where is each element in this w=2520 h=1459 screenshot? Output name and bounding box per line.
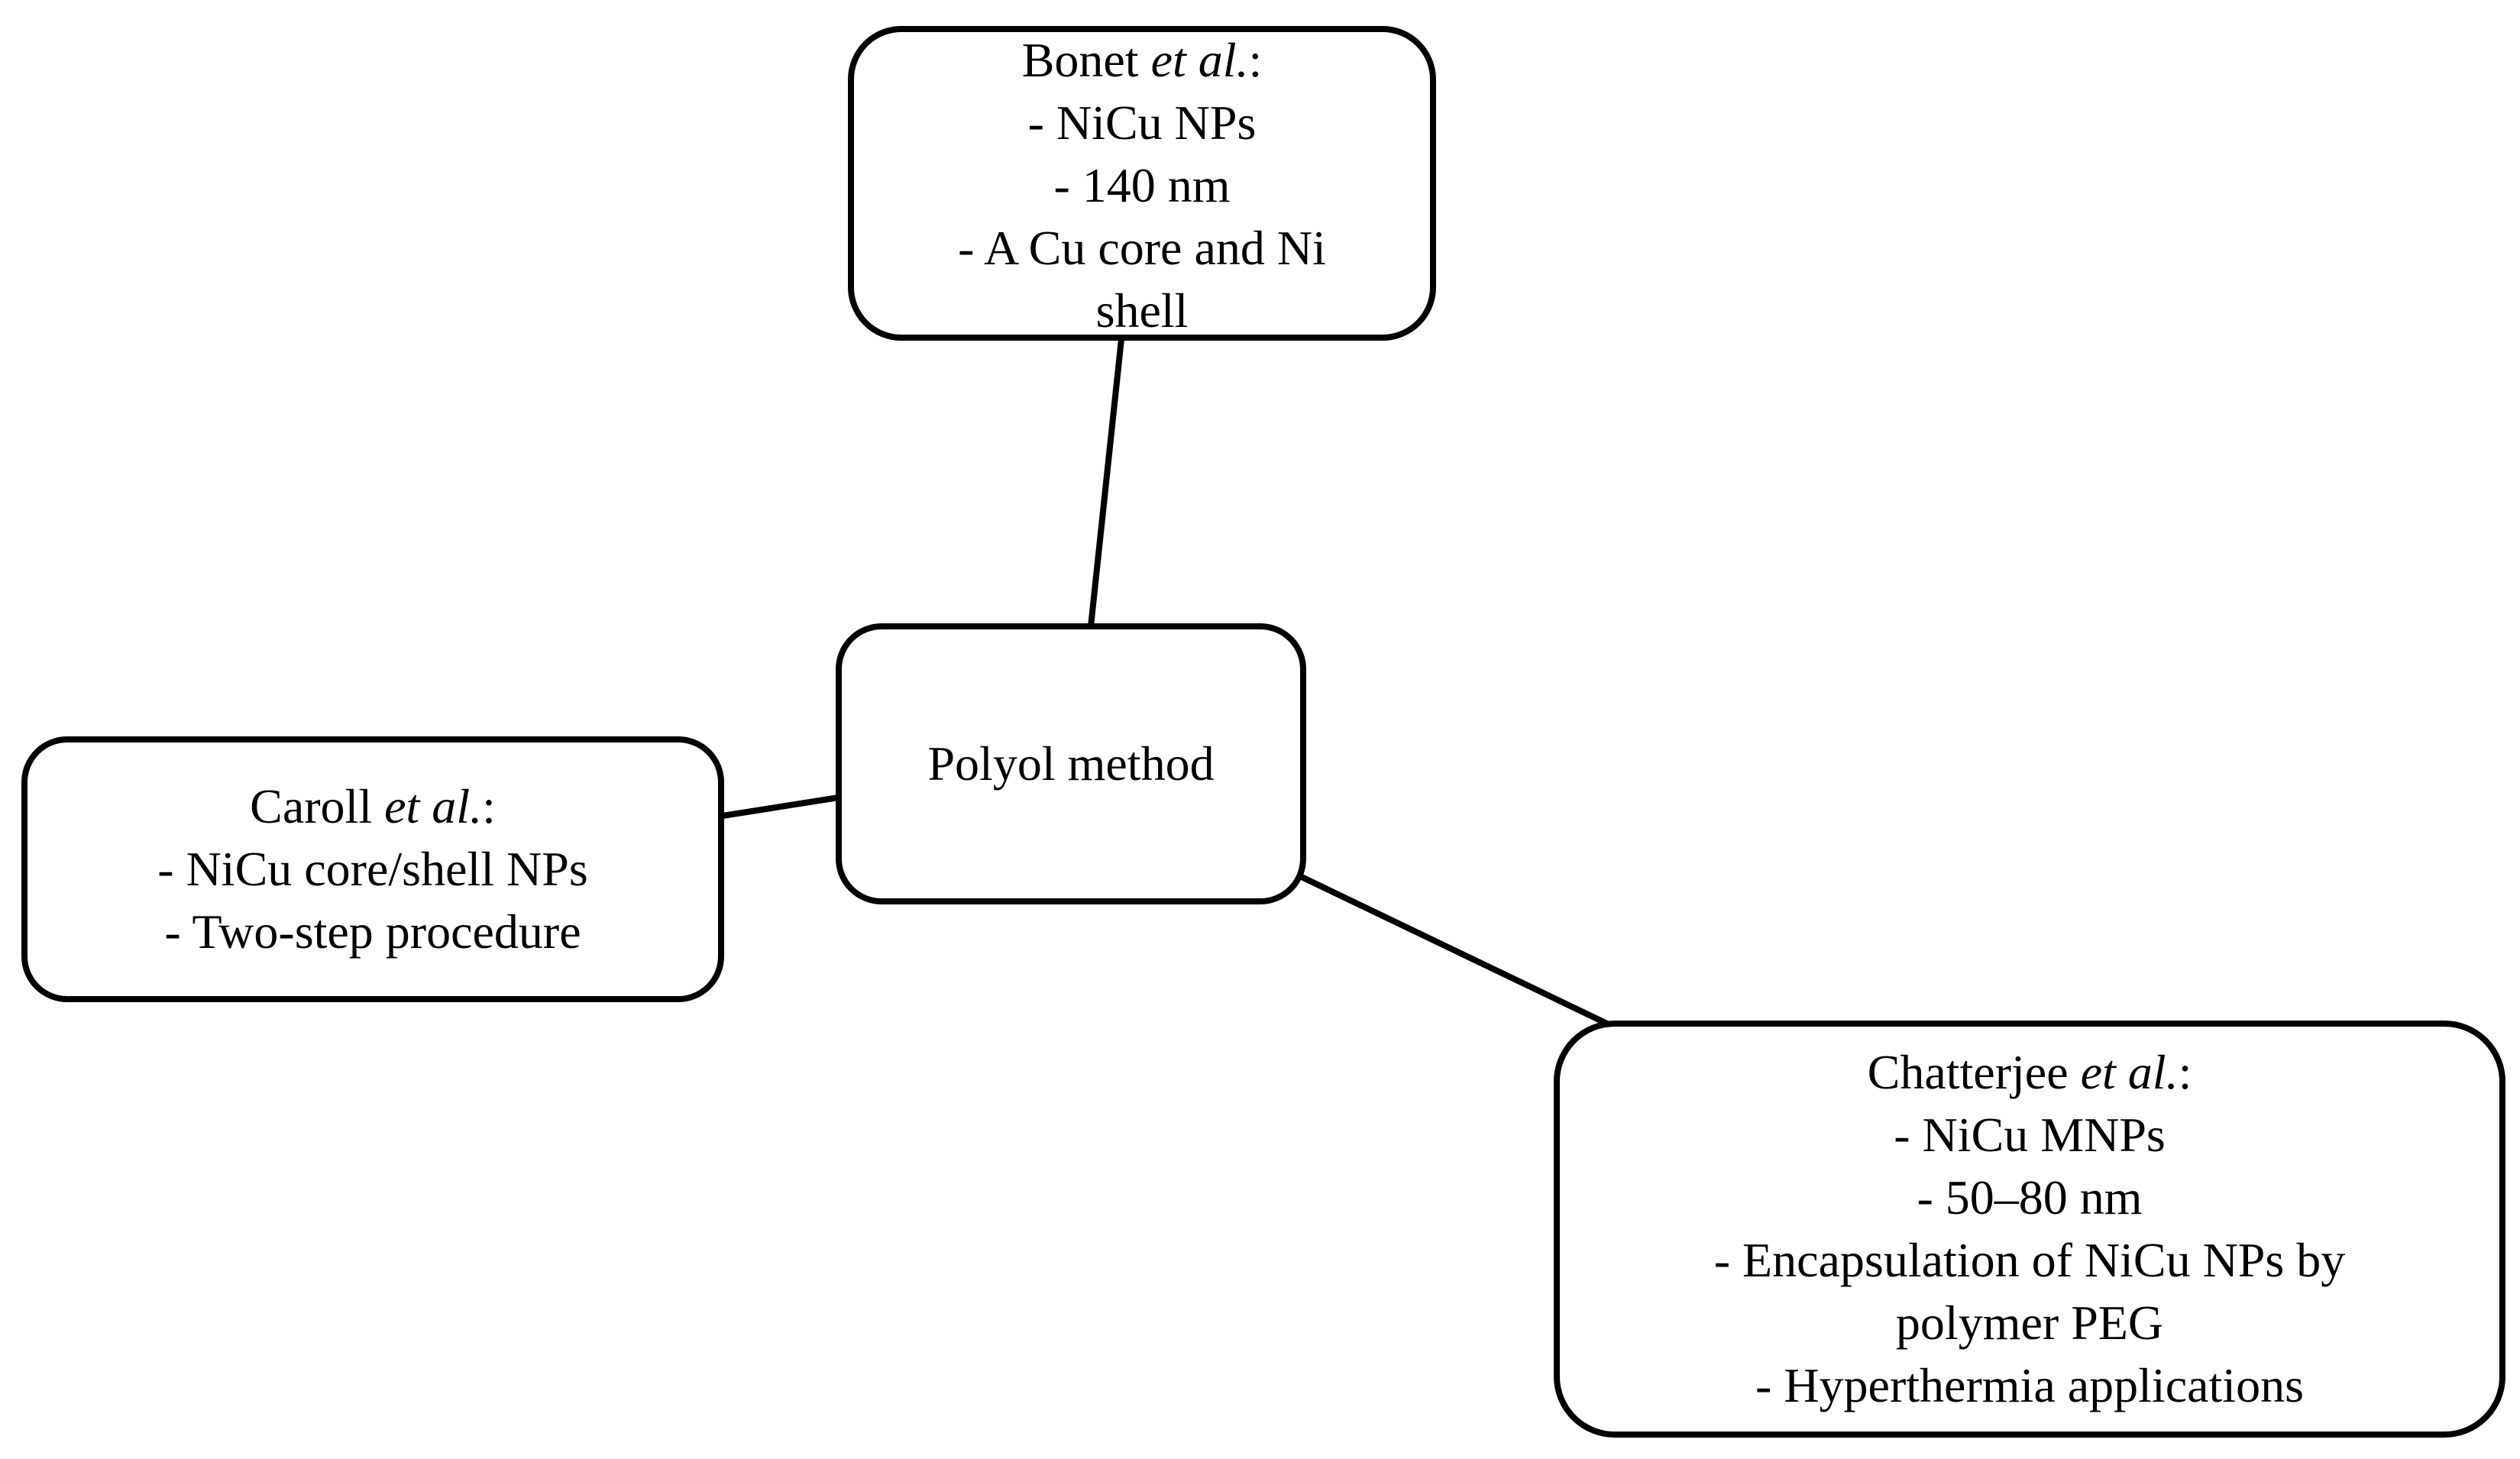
node-chatterjee-line: - NiCu MNPs — [1894, 1108, 2166, 1162]
node-chatterjee-colon: : — [2178, 1045, 2192, 1099]
node-caroll-title: Caroll et al.: — [250, 775, 496, 838]
node-chatterjee: Chatterjee et al.: - NiCu MNPs - 50–80 n… — [1554, 1021, 2505, 1438]
node-caroll: Caroll et al.: - NiCu core/shell NPs - T… — [21, 736, 724, 1002]
node-chatterjee-line: - 50–80 nm — [1917, 1170, 2143, 1224]
node-bonet-line: shell — [1095, 283, 1189, 338]
node-chatterjee-line: polymer PEG — [1895, 1296, 2164, 1350]
node-bonet-line: - A Cu core and Ni — [958, 221, 1326, 275]
node-chatterjee-title: Chatterjee et al.: — [1868, 1041, 2192, 1104]
node-caroll-line: - Two-step procedure — [164, 904, 581, 959]
connector-center-to-caroll — [722, 794, 839, 819]
node-caroll-colon: : — [482, 779, 496, 833]
node-chatterjee-etal: et al. — [2080, 1045, 2179, 1099]
node-bonet-author: Bonet — [1021, 33, 1151, 87]
node-bonet: Bonet et al.: - NiCu NPs - 140 nm - A Cu… — [848, 26, 1436, 341]
node-bonet-line: - NiCu NPs — [1027, 95, 1257, 150]
connector-center-to-chatterjee — [1300, 874, 1612, 1028]
connector-center-to-bonet — [1088, 338, 1124, 627]
node-caroll-author: Caroll — [250, 779, 385, 833]
node-bonet-etal: et al. — [1150, 33, 1249, 87]
node-chatterjee-author: Chatterjee — [1867, 1045, 2081, 1099]
node-caroll-etal: et al. — [384, 779, 483, 833]
node-caroll-line: - NiCu core/shell NPs — [157, 842, 588, 896]
node-bonet-colon: : — [1248, 33, 1263, 87]
node-chatterjee-line: - Encapsulation of NiCu NPs by — [1713, 1233, 2346, 1287]
node-polyol-method-label: Polyol method — [927, 736, 1215, 791]
node-bonet-line: - 140 nm — [1053, 158, 1231, 212]
node-bonet-title: Bonet et al.: — [1022, 29, 1263, 92]
node-chatterjee-line: - Hyperthermia applications — [1755, 1358, 2304, 1412]
node-polyol-method: Polyol method — [836, 623, 1306, 904]
